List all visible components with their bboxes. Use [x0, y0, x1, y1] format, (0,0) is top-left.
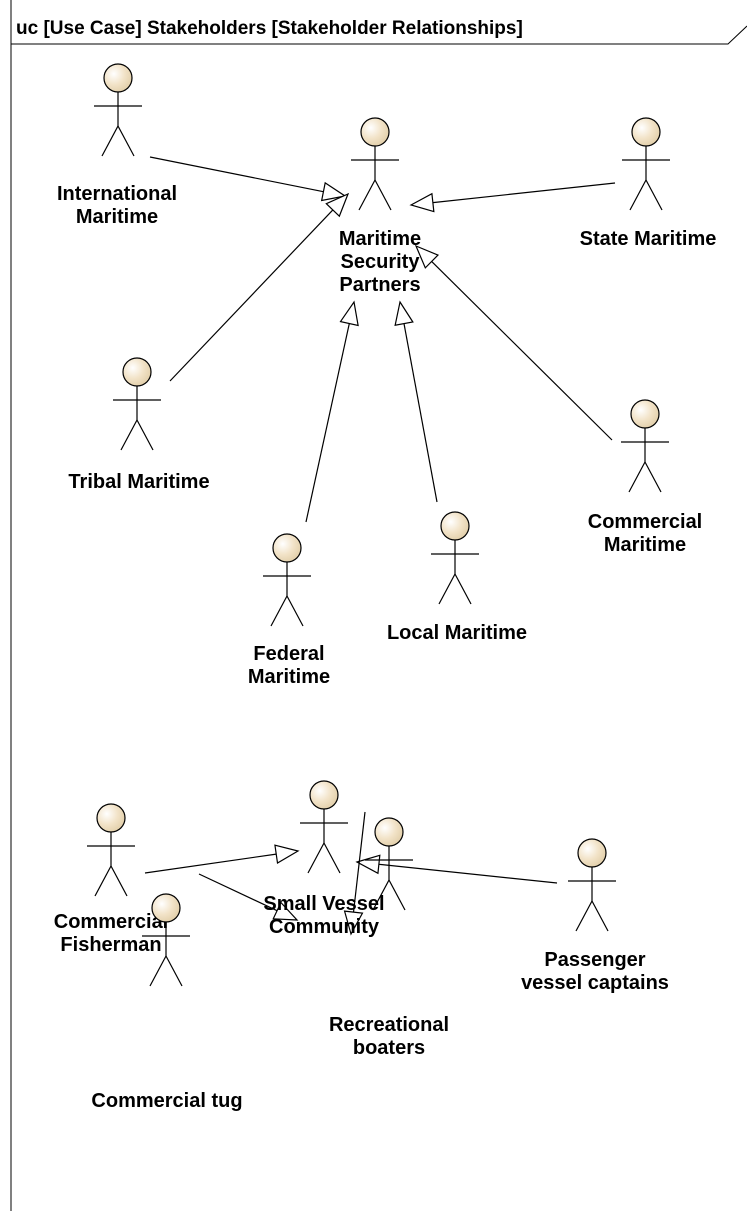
actor-right-leg — [165, 955, 183, 987]
generalization-commercial-fisherman — [144, 844, 300, 874]
actor-label: Commercial — [588, 511, 703, 533]
actor-head — [272, 533, 302, 563]
actor-left-leg — [438, 573, 456, 605]
actor-commercial-tug[interactable]: Commercial tug — [91, 893, 243, 1112]
actor-left-leg — [629, 179, 647, 211]
actor-right-leg — [286, 595, 304, 627]
actor-left-leg — [358, 179, 376, 211]
actor-label: Fisherman — [60, 934, 161, 956]
actor-label: boaters — [353, 1037, 425, 1059]
generalization-international-maritime — [149, 156, 347, 202]
actor-right-leg — [645, 179, 663, 211]
actor-left-leg — [120, 419, 138, 451]
actor-right-leg — [644, 461, 662, 493]
actor-label: Maritime — [248, 666, 330, 688]
actor-left-leg — [372, 879, 390, 911]
actor-label: Maritime — [76, 206, 158, 228]
actor-right-leg — [454, 573, 472, 605]
generalization-commercial-tug — [198, 873, 299, 921]
actor-head — [96, 803, 126, 833]
generalization-arrowhead — [394, 300, 414, 327]
actor-left-leg — [575, 900, 593, 932]
actor-left-leg — [270, 595, 288, 627]
generalization-arrowhead — [409, 192, 435, 213]
generalization-edges — [144, 156, 616, 936]
generalization-arrowhead — [272, 901, 299, 921]
actor-left-leg — [307, 842, 325, 874]
actor-right-leg — [136, 419, 154, 451]
actor-label: Maritime — [339, 228, 421, 250]
generalization-local-maritime — [394, 300, 438, 503]
actor-left-leg — [101, 125, 119, 157]
actor-right-leg — [323, 842, 341, 874]
generalization-arrowhead — [325, 192, 350, 218]
actor-head — [122, 357, 152, 387]
generalization-federal-maritime — [305, 300, 359, 523]
generalization-arrowhead — [355, 854, 381, 875]
actor-label: Small Vessel — [263, 893, 384, 915]
actor-right-leg — [374, 179, 392, 211]
generalization-commercial-maritime — [414, 244, 613, 441]
actor-right-leg — [591, 900, 609, 932]
actor-label: Partners — [339, 274, 420, 296]
generalization-tribal-maritime — [169, 192, 350, 382]
generalization-arrowhead — [343, 910, 364, 936]
generalization-arrowhead — [339, 300, 359, 327]
generalization-arrowhead — [320, 181, 347, 202]
actor-head — [151, 893, 181, 923]
actor-label: vessel captains — [521, 972, 669, 994]
actor-head — [374, 817, 404, 847]
actor-label: Community — [269, 916, 380, 938]
actor-right-leg — [110, 865, 128, 897]
actor-label: State Maritime — [580, 228, 717, 250]
actor-label: Maritime — [604, 534, 686, 556]
generalization-recreational-boaters — [343, 811, 366, 936]
actor-label: Commercial — [54, 911, 169, 933]
actor-state-maritime[interactable]: State Maritime — [580, 117, 717, 250]
actor-label: Tribal Maritime — [68, 471, 209, 493]
actor-left-leg — [149, 955, 167, 987]
actor-label: Local Maritime — [387, 622, 527, 644]
actor-head — [103, 63, 133, 93]
actor-local-maritime[interactable]: Local Maritime — [387, 511, 527, 644]
actor-head — [577, 838, 607, 868]
actor-label: Security — [341, 251, 421, 273]
actor-head — [440, 511, 470, 541]
diagram-frame: uc [Use Case] Stakeholders [Stakeholder … — [10, 0, 747, 1211]
actor-head — [630, 399, 660, 429]
actor-left-leg — [628, 461, 646, 493]
actor-label: International — [57, 183, 177, 205]
generalization-arrowhead — [274, 844, 300, 865]
actor-right-leg — [117, 125, 135, 157]
actor-head — [360, 117, 390, 147]
actor-label: Federal — [253, 643, 324, 665]
actor-label: Commercial tug — [91, 1090, 242, 1112]
actor-tribal-maritime[interactable]: Tribal Maritime — [68, 357, 210, 493]
actor-label: Passenger — [544, 949, 645, 971]
actor-head — [631, 117, 661, 147]
diagram-title: uc [Use Case] Stakeholders [Stakeholder … — [16, 18, 523, 39]
actor-label: Recreational — [329, 1014, 449, 1036]
actor-right-leg — [388, 879, 406, 911]
actor-left-leg — [94, 865, 112, 897]
generalization-arrowhead — [414, 244, 440, 269]
generalization-state-maritime — [409, 182, 616, 213]
actor-head — [309, 780, 339, 810]
